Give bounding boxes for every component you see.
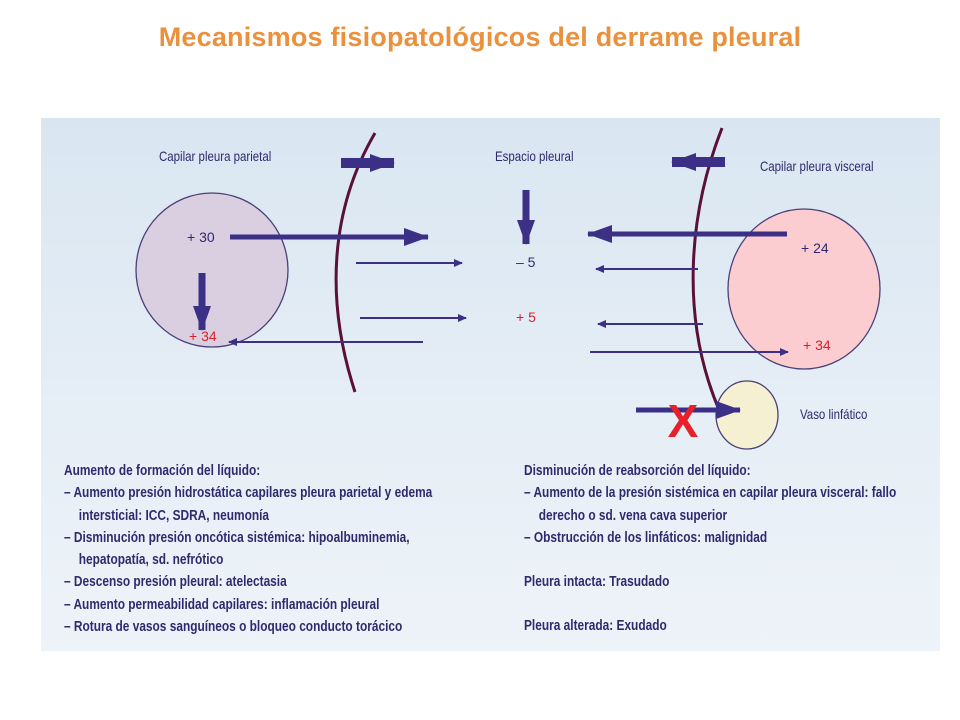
right-spacer-2: [524, 593, 896, 615]
value-parietal-oncotic: + 34: [189, 328, 217, 344]
left-line-1: – Aumento presión hidrostática capilares…: [64, 485, 433, 502]
right-intact: Pleura intacta: Trasudado: [524, 574, 670, 591]
left-explanation: Aumento de formación del líquido: – Aume…: [64, 460, 432, 638]
value-visceral-hydrostatic: + 24: [801, 240, 829, 256]
value-visceral-oncotic: + 34: [803, 337, 831, 353]
visceral-capillary: [727, 208, 881, 370]
right-altered: Pleura alterada: Exudado: [524, 618, 667, 635]
left-line-3: – Disminución presión oncótica sistémica…: [64, 529, 410, 546]
right-line-2: derecho o sd. vena cava superior: [538, 507, 728, 524]
left-heading: Aumento de formación del líquido:: [64, 463, 261, 479]
label-pleural-space: Espacio pleural: [495, 148, 574, 164]
value-parietal-hydrostatic: + 30: [187, 229, 215, 245]
lymphatic-vessel: [715, 380, 779, 450]
right-spacer: [524, 549, 896, 571]
left-line-4: hepatopatía, sd. nefrótico: [78, 552, 224, 569]
right-heading: Disminución de reabsorción del líquido:: [524, 463, 751, 479]
right-line-1: – Aumento de la presión sistémica en cap…: [524, 485, 897, 502]
label-visceral-capillary: Capilar pleura visceral: [760, 158, 874, 174]
left-line-5: – Descenso presión pleural: atelectasia: [64, 574, 287, 591]
parietal-capillary: [135, 192, 289, 348]
label-lymphatic-vessel: Vaso linfático: [800, 406, 868, 422]
value-pleural-pressure: – 5: [516, 254, 536, 270]
value-pleural-oncotic: + 5: [516, 309, 536, 325]
left-line-6: – Aumento permeabilidad capilares: infla…: [64, 596, 380, 613]
left-line-2: intersticial: ICC, SDRA, neumonía: [78, 507, 270, 524]
label-parietal-capillary: Capilar pleura parietal: [159, 148, 272, 164]
blocked-x-mark: X: [668, 395, 699, 447]
left-line-7: – Rotura de vasos sanguíneos o bloqueo c…: [64, 619, 403, 636]
slide-title: Mecanismos fisiopatológicos del derrame …: [158, 22, 802, 52]
right-explanation: Disminución de reabsorción del líquido: …: [524, 460, 896, 638]
right-line-3: – Obstrucción de los linfáticos: maligni…: [524, 529, 768, 546]
